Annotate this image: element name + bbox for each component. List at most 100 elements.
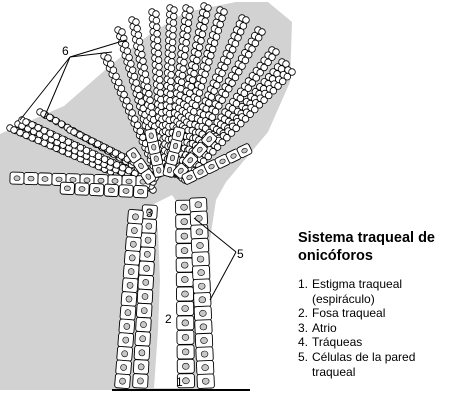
- legend-item: 4. Tráqueas: [298, 335, 448, 350]
- trachea-cell: [201, 70, 209, 79]
- trachea-cell: [111, 149, 120, 157]
- trachea-cell: [209, 148, 217, 156]
- cell-nucleus: [13, 175, 21, 181]
- trachea-cell: [260, 96, 268, 104]
- cell-nucleus: [180, 218, 188, 226]
- trachea-cell: [154, 43, 162, 51]
- cell-nucleus: [181, 290, 189, 298]
- callout-line-6a: [19, 56, 71, 121]
- trachea-cell: [246, 110, 254, 118]
- trachea-cell: [152, 16, 161, 25]
- trachea-cell: [214, 26, 223, 35]
- cell-nucleus: [127, 268, 135, 275]
- trachea-cell: [119, 164, 127, 172]
- legend-item-text: Células de la pared traqueal: [312, 349, 416, 379]
- trachea-cell: [195, 43, 204, 52]
- cell-nucleus: [181, 276, 189, 283]
- cell-nucleus: [196, 255, 205, 263]
- cell-nucleus: [141, 293, 149, 300]
- trachea-cell: [199, 157, 208, 165]
- cell-nucleus: [202, 377, 210, 385]
- trachea-cell: [254, 33, 263, 42]
- trachea-cell: [46, 113, 54, 122]
- trachea-cell: [193, 56, 201, 65]
- cell-nucleus: [41, 176, 49, 182]
- trachea-cell: [22, 118, 30, 126]
- trachea-cell: [94, 152, 103, 160]
- tracheal-lumen: [152, 195, 182, 388]
- trachea-cell: [182, 39, 190, 47]
- cell-nucleus: [78, 186, 86, 192]
- trachea-cell: [208, 113, 216, 121]
- legend-title: Sistema traqueal de onicóforos: [298, 230, 435, 264]
- cell-nucleus: [128, 254, 136, 262]
- trachea-cell: [237, 119, 245, 128]
- cell-nucleus: [180, 232, 189, 240]
- trachea-cell: [146, 96, 154, 104]
- trachea-cell: [268, 53, 276, 61]
- trachea-cell: [288, 68, 296, 76]
- legend-item-number: 4.: [298, 335, 309, 350]
- trachea-cell: [138, 50, 146, 59]
- trachea-cell: [218, 14, 226, 22]
- trachea-cell: [236, 94, 245, 103]
- legend-item-text: Estigma traqueal (espiráculo): [312, 277, 403, 306]
- trachea-cell: [76, 144, 85, 152]
- trachea-cell: [168, 45, 177, 53]
- trachea-cell: [223, 134, 231, 142]
- cell-nucleus: [83, 177, 91, 183]
- cell-nucleus: [121, 350, 128, 358]
- legend-item-text: Atrio: [312, 320, 337, 335]
- callout-line-6d: [69, 39, 127, 58]
- trachea-cell: [221, 63, 229, 72]
- cell-nucleus: [230, 153, 237, 159]
- trachea-cell: [251, 105, 259, 114]
- trachea-cell: [139, 57, 147, 65]
- trachea-cell: [99, 143, 108, 151]
- legend-item: 2. Fosa traqueal: [298, 306, 448, 321]
- trachea-cell: [218, 138, 226, 147]
- trachea-cell: [242, 16, 250, 24]
- trachea-cell: [225, 85, 233, 93]
- cell-nucleus: [180, 261, 189, 269]
- trachea-cell: [16, 128, 24, 137]
- cell-nucleus: [145, 222, 153, 230]
- cell-nucleus: [182, 362, 190, 370]
- cell-nucleus: [197, 269, 205, 277]
- trachea-cell: [168, 38, 177, 47]
- trachea-cell: [251, 39, 260, 48]
- cell-nucleus: [125, 295, 133, 303]
- trachea-cell: [167, 64, 176, 73]
- trachea-cell: [88, 137, 96, 145]
- trachea-cell: [134, 85, 142, 93]
- trachea-cell: [123, 97, 131, 105]
- cell-nucleus: [201, 364, 209, 372]
- cell-nucleus: [132, 213, 139, 221]
- trachea-cell: [123, 47, 132, 55]
- cell-nucleus: [206, 136, 213, 143]
- trachea-cell: [269, 87, 278, 95]
- trachea-cell: [112, 72, 120, 81]
- trachea-cell: [142, 76, 151, 85]
- trachea-cell: [117, 152, 126, 160]
- trachea-cell: [183, 32, 191, 40]
- trachea-cell: [40, 126, 48, 135]
- trachea-cell: [256, 68, 264, 77]
- cell-nucleus: [177, 167, 184, 174]
- cell-nucleus: [194, 201, 202, 209]
- cell-nucleus: [138, 349, 146, 357]
- cell-nucleus: [156, 167, 162, 174]
- trachea-cell: [125, 53, 133, 62]
- legend-item: 3. Atrio: [298, 321, 448, 336]
- trachea-cell: [215, 102, 223, 110]
- trachea-cell: [70, 128, 78, 136]
- cell-nucleus: [169, 154, 176, 162]
- trachea-cell: [166, 84, 175, 92]
- trachea-cell: [213, 143, 222, 151]
- legend-list: 1. Estigma traqueal (espiráculo) 2. Fosa…: [298, 277, 448, 379]
- cell-nucleus: [139, 335, 146, 343]
- cell-nucleus: [122, 188, 130, 194]
- trachea-cell: [238, 62, 246, 70]
- trachea-cell: [223, 57, 232, 66]
- trachea-cell: [28, 121, 36, 129]
